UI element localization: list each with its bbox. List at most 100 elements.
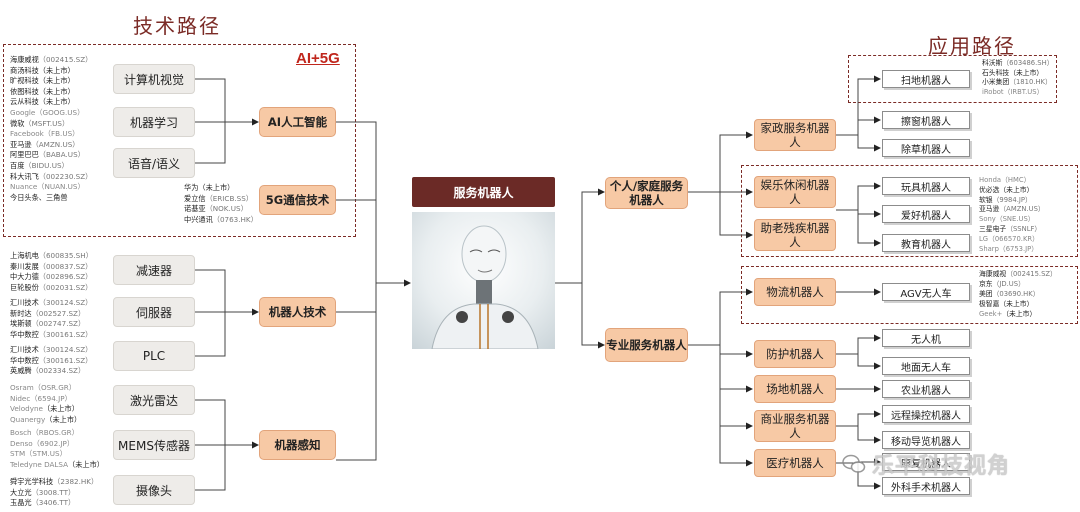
surgery-robot-box: 外科手术机器人 <box>882 477 970 495</box>
list-item: 依图科技（未上市） <box>10 86 75 96</box>
window-cleaning-robot-box: 擦窗机器人 <box>882 111 970 129</box>
mems-sensor-box: MEMS传感器 <box>113 430 195 460</box>
list-item: 巨轮股份（002031.SZ） <box>10 282 93 292</box>
list-item: 微软（MSFT.US） <box>10 118 70 128</box>
center-title-box: 服务机器人 <box>412 177 555 207</box>
robot-head-icon <box>431 225 539 349</box>
list-item: 华为（未上市） <box>184 183 235 192</box>
list-item: 今日头条、三角兽 <box>10 192 68 202</box>
list-item: 海康威视（002415.SZ） <box>979 270 1057 278</box>
list-item: Nuance（NUAN.US） <box>10 182 85 192</box>
sweep-dashed-group <box>848 55 1057 103</box>
list-item: Nidec（6594.JP） <box>10 393 72 403</box>
logistics-robot-box: 物流机器人 <box>754 278 836 306</box>
list-item: 云从科技（未上市） <box>10 97 75 107</box>
servo-companies: 汇川技术（300124.SZ） 新时达（002527.SZ） 埃斯顿（00274… <box>10 298 92 340</box>
list-item: 汇川技术（300124.SZ） <box>10 345 93 354</box>
tech-path-title: 技术路径 <box>133 14 221 38</box>
list-item: 华中数控（300161.SZ） <box>10 355 93 365</box>
lidar-companies: Osram（OSR.GR） Nidec（6594.JP） Velodyne（未上… <box>10 383 81 425</box>
ai-5g-label: AI+5G <box>296 50 340 67</box>
list-item: 科大讯飞（002230.SZ） <box>10 171 93 181</box>
list-item: 上海机电（600835.SH） <box>10 251 93 260</box>
ai-5g-dashed-group <box>3 44 356 237</box>
list-item: 旷视科技（未上市） <box>10 76 75 86</box>
education-robot-box: 教育机器人 <box>882 234 970 252</box>
list-item: 中兴通讯（0763.HK） <box>184 214 258 224</box>
app-path-title: 应用路径 <box>928 34 1016 58</box>
plc-companies: 汇川技术（300124.SZ） 华中数控（300161.SZ） 英威腾（0023… <box>10 345 92 377</box>
list-item: 软银（9984.JP） <box>979 195 1032 204</box>
entertainment-dashed-group <box>741 165 1078 257</box>
list-item: Geek+（未上市） <box>979 310 1037 318</box>
uav-box: 无人机 <box>882 329 970 347</box>
list-item: 玉晶光（3406.TT） <box>10 498 76 508</box>
5g-companies: 华为（未上市） 爱立信（ERICB.SS） 诺基亚（NOK.US） 中兴通讯（0… <box>184 183 258 225</box>
list-item: 中大力德（002896.SZ） <box>10 272 93 282</box>
list-item: 亚马逊（AMZN.US） <box>10 139 80 149</box>
list-item: Denso（6902.JP） <box>10 438 75 448</box>
list-item: 舜宇光学科技（2382.HK） <box>10 477 99 486</box>
list-item: 商汤科技（未上市） <box>10 65 75 75</box>
wechat-icon <box>842 454 866 473</box>
list-item: 美团（03690.HK） <box>979 290 1040 298</box>
list-item: 英威腾（002334.SZ） <box>10 366 86 376</box>
list-item: 亚马逊（AMZN.US） <box>979 205 1045 214</box>
list-item: Velodyne（未上市） <box>10 404 79 414</box>
list-item: 埃斯顿（002747.SZ） <box>10 319 86 329</box>
list-item: 汇川技术（300124.SZ） <box>10 298 93 307</box>
ai-companies: 海康威视（002415.SZ） 商汤科技（未上市） 旷视科技（未上市） 依图科技… <box>10 55 92 203</box>
list-item: Honda（HMC） <box>979 176 1031 184</box>
list-item: 石头科技（未上市） <box>982 68 1044 77</box>
list-item: 华中数控（300161.SZ） <box>10 329 93 339</box>
5g-category-box: 5G通信技术 <box>259 185 336 215</box>
list-item: Osram（OSR.GR） <box>10 383 76 392</box>
commercial-service-robot-box: 商业服务机器人 <box>754 410 836 442</box>
logistics-dashed-group <box>741 266 1078 324</box>
list-item: Bosch（RBOS.GR） <box>10 428 79 437</box>
watermark: 乐平科技视角 <box>842 448 1010 480</box>
list-item: 大立光（3008.TT） <box>10 487 76 497</box>
robot-tech-category-box: 机器人技术 <box>259 297 336 327</box>
list-item: iRobot（IRBT.US） <box>982 87 1044 96</box>
guide-robot-box: 移动导览机器人 <box>882 431 970 449</box>
list-item: 极智嘉（未上市） <box>979 300 1034 308</box>
list-item: Quanergy（未上市） <box>10 414 82 424</box>
agv-box: AGV无人车 <box>882 283 970 301</box>
personal-service-robot-box: 个人/家庭服务机器人 <box>605 177 688 209</box>
list-item: 诺基亚（NOK.US） <box>184 204 248 214</box>
list-item: 小米集团（1810.HK） <box>982 78 1052 87</box>
list-item: Facebook（FB.US） <box>10 129 80 139</box>
list-item: Teledyne DALSA（未上市） <box>10 459 104 469</box>
reducer-companies: 上海机电（600835.SH） 秦川发展（000837.SZ） 中大力德（002… <box>10 251 93 293</box>
robot-image <box>412 212 555 349</box>
medical-robot-box: 医疗机器人 <box>754 449 836 477</box>
mems-companies: Bosch（RBOS.GR） Denso（6902.JP） STM（STM.US… <box>10 428 104 470</box>
telepresence-robot-box: 远程操控机器人 <box>882 405 970 423</box>
list-item: STM（STM.US） <box>10 449 67 459</box>
sweeping-robot-box: 扫地机器人 <box>882 70 970 88</box>
list-item: 优必选（未上市） <box>979 185 1034 194</box>
camera-companies: 舜宇光学科技（2382.HK） 大立光（3008.TT） 玉晶光（3406.TT… <box>10 477 98 509</box>
watermark-text: 乐平科技视角 <box>872 454 1011 479</box>
venue-robot-box: 场地机器人 <box>754 375 836 403</box>
ground-vehicle-box: 地面无人车 <box>882 357 970 375</box>
lidar-box: 激光雷达 <box>113 385 195 415</box>
list-item: 京东（JD.US） <box>979 280 1025 288</box>
servo-box: 伺服器 <box>113 297 195 327</box>
hobby-robot-box: 爱好机器人 <box>882 205 970 223</box>
list-item: Sharp（6753.JP） <box>979 244 1039 253</box>
sweep-companies: 科沃斯（603486.SH） 石头科技（未上市） 小米集团（1810.HK） i… <box>982 59 1054 97</box>
list-item: Google（GOOG.US） <box>10 107 85 117</box>
professional-service-robot-box: 专业服务机器人 <box>605 328 688 362</box>
entertainment-robot-box: 娱乐休闲机器人 <box>754 176 836 208</box>
agriculture-robot-box: 农业机器人 <box>882 380 970 398</box>
list-item: 科沃斯（603486.SH） <box>982 59 1054 67</box>
perception-category-box: 机器感知 <box>259 430 336 460</box>
ai-category-box: AI人工智能 <box>259 107 336 137</box>
elderly-disabled-robot-box: 助老残疾机器人 <box>754 219 836 251</box>
weeding-robot-box: 除草机器人 <box>882 139 970 157</box>
plc-box: PLC <box>113 341 195 371</box>
list-item: Sony（SNE.US） <box>979 215 1035 224</box>
